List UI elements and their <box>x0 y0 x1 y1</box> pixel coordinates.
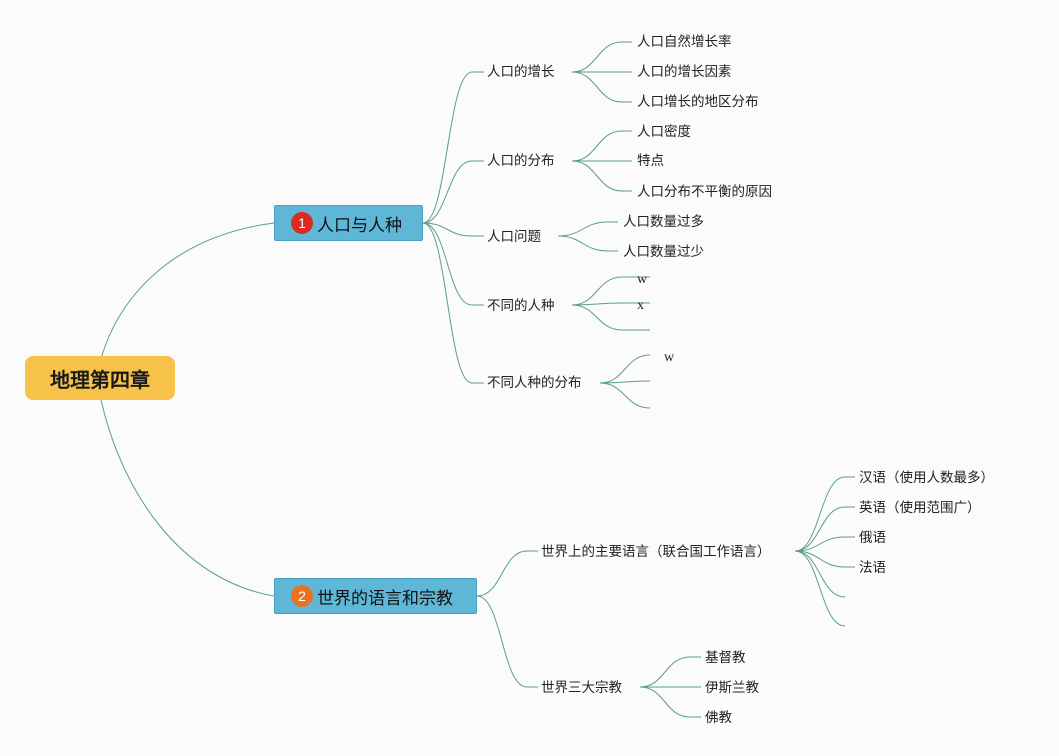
connector-line <box>571 160 623 192</box>
connector-line <box>639 686 691 718</box>
connector-line <box>571 302 623 306</box>
leaf-growth-regional[interactable]: 人口增长的地区分布 <box>637 94 759 110</box>
leaf-w[interactable]: w <box>637 272 648 287</box>
subtopic-population-problem[interactable]: 人口问题 <box>487 229 541 245</box>
priority-1-icon: 1 <box>291 212 313 234</box>
leaf-too-few[interactable]: 人口数量过少 <box>623 244 704 260</box>
connector-line <box>571 130 623 162</box>
connector-line <box>794 550 846 627</box>
connector-line <box>599 380 651 384</box>
subtopic-race-distribution[interactable]: 不同人种的分布 <box>487 375 582 391</box>
connector-line <box>422 222 473 306</box>
leaf-chinese[interactable]: 汉语（使用人数最多） <box>859 470 994 486</box>
connector-line <box>794 476 846 552</box>
root-node[interactable]: 地理第四章 <box>25 356 175 400</box>
leaf-uneven-reasons[interactable]: 人口分布不平衡的原因 <box>637 184 772 200</box>
connector-line <box>794 550 846 598</box>
connector-line <box>794 536 846 552</box>
connector-line <box>476 550 528 597</box>
connector-line <box>599 354 651 384</box>
connector-line <box>571 41 623 73</box>
connector-line <box>476 595 528 688</box>
connector-line <box>557 235 609 252</box>
leaf-buddhism[interactable]: 佛教 <box>705 710 732 726</box>
topic-label: 人口与人种 <box>317 215 402 236</box>
leaf-english[interactable]: 英语（使用范围广） <box>859 500 981 516</box>
priority-2-icon: 2 <box>291 585 313 607</box>
connector-line <box>599 382 651 409</box>
leaf-w[interactable]: w <box>664 350 675 365</box>
topic-label: 世界的语言和宗教 <box>317 588 453 609</box>
topic-population-race[interactable]: 1 人口与人种 <box>274 205 423 241</box>
connector-line <box>422 222 473 237</box>
leaf-x[interactable]: x <box>637 298 644 313</box>
subtopic-three-religions[interactable]: 世界三大宗教 <box>541 680 622 696</box>
connector-line <box>794 506 846 552</box>
root-connector <box>99 222 275 363</box>
connector-line <box>794 550 846 568</box>
connector-line <box>571 71 623 103</box>
leaf-features[interactable]: 特点 <box>637 153 664 169</box>
leaf-natural-growth-rate[interactable]: 人口自然增长率 <box>637 34 732 50</box>
leaf-islam[interactable]: 伊斯兰教 <box>705 680 759 696</box>
leaf-christianity[interactable]: 基督教 <box>705 650 746 666</box>
leaf-growth-factors[interactable]: 人口的增长因素 <box>637 64 732 80</box>
connector-line <box>557 221 609 237</box>
connector-line <box>422 222 473 384</box>
subtopic-races[interactable]: 不同的人种 <box>487 298 555 314</box>
leaf-russian[interactable]: 俄语 <box>859 530 886 546</box>
connector-line <box>639 656 691 688</box>
root-label: 地理第四章 <box>50 367 150 392</box>
connector-line <box>422 71 473 224</box>
root-connector <box>99 394 275 597</box>
leaf-french[interactable]: 法语 <box>859 560 886 576</box>
leaf-density[interactable]: 人口密度 <box>637 124 691 140</box>
connector-line <box>571 276 623 306</box>
topic-language-religion[interactable]: 2 世界的语言和宗教 <box>274 578 477 614</box>
connector-line <box>571 304 623 331</box>
subtopic-population-growth[interactable]: 人口的增长 <box>487 64 555 80</box>
connector-line <box>422 160 473 224</box>
subtopic-main-languages[interactable]: 世界上的主要语言（联合国工作语言） <box>541 544 771 560</box>
subtopic-population-distribution[interactable]: 人口的分布 <box>487 153 555 169</box>
leaf-too-many[interactable]: 人口数量过多 <box>623 214 704 230</box>
